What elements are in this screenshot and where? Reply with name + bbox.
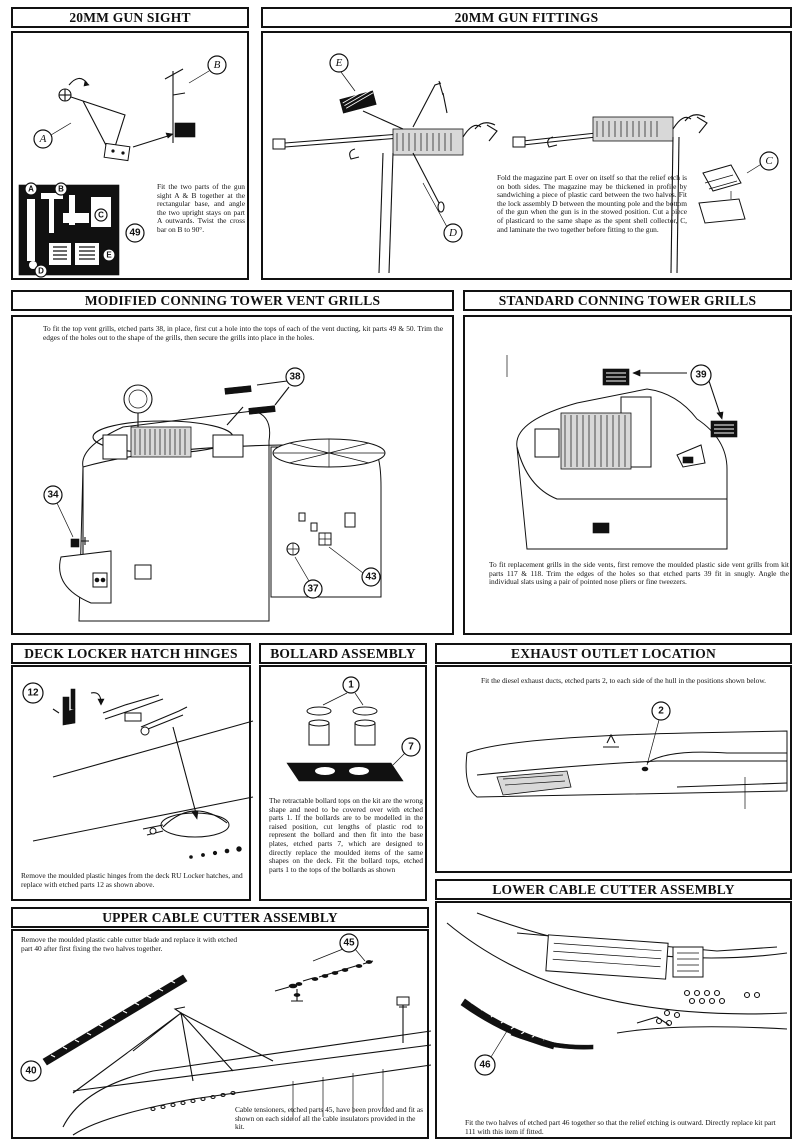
exhaust-drawing: 2 [465, 701, 788, 809]
hatch-hinges-drawing: 12 [22, 682, 254, 859]
upper-cutter-instructions: Remove the moulded plastic cable cutter … [21, 935, 238, 953]
bollard-panel: 1 7 The retractable bollard tops on the … [259, 665, 427, 901]
lower-cutter-instructions: Fit the two halves of etched part 46 tog… [465, 1118, 776, 1136]
upper-cutter-title: UPPER CABLE CUTTER ASSEMBLY [11, 907, 429, 928]
lower-cutter-title: LOWER CABLE CUTTER ASSEMBLY [435, 879, 792, 900]
callout-e: E [335, 57, 343, 69]
fret-callout-a: A [28, 185, 34, 194]
fret-callout-e: E [106, 251, 112, 260]
fret-callout-c: C [98, 211, 104, 220]
exhaust-instructions: Fit the diesel exhaust ducts, etched par… [481, 676, 767, 685]
callout-38: 38 [289, 372, 301, 383]
callout-45: 45 [343, 938, 355, 949]
callout-37: 37 [307, 584, 319, 595]
hatch-hinges-panel: 12 Remove the moulded plastic hinges fro… [11, 665, 254, 901]
etch-grill-38-b [248, 405, 276, 415]
callout-b: B [214, 59, 221, 71]
gun-fittings-title: 20MM GUN FITTINGS [261, 7, 792, 28]
standard-grills-instructions: To fit replacement grills in the side ve… [489, 560, 789, 587]
fret-callout-b: B [58, 185, 64, 194]
callout-46: 46 [479, 1060, 491, 1071]
gun-sight-panel: A B A B C D E 49 Fit the two parts of th… [11, 31, 249, 280]
gun-fittings-instructions: Fold the magazine part E over on itself … [497, 173, 687, 234]
upper-cutter-panel: Remove the moulded plastic cable cutter … [11, 929, 432, 1139]
callout-39: 39 [695, 370, 707, 381]
vent-grills-panel: To fit the top vent grills, etched parts… [11, 315, 454, 635]
exhaust-panel: Fit the diesel exhaust ducts, etched par… [435, 665, 792, 873]
periscope-ring [123, 384, 153, 414]
etch-blade-46-b [510, 1030, 594, 1050]
hull-vent-holes [655, 989, 761, 1027]
fret-callout-49: 49 [129, 228, 141, 239]
callout-c: C [765, 155, 773, 167]
upper-cutter-note: Cable tensioners, etched parts 45, have … [235, 1105, 423, 1132]
conning-tower-drawing: 38 34 37 43 [43, 367, 386, 622]
hull-lower [446, 922, 788, 1015]
gun-sight-drawing: A B A B C D E 49 [18, 55, 227, 278]
exhaust-title: EXHAUST OUTLET LOCATION [435, 643, 792, 664]
etch-blade-46-a [460, 998, 556, 1050]
standard-tower-drawing: 39 [506, 355, 738, 550]
gun-fittings-drawing: E D C [272, 53, 779, 274]
etch-grill-38-a [224, 385, 252, 395]
callout-40: 40 [25, 1066, 37, 1077]
upper-cutter-drawing: 40 45 [20, 933, 432, 1136]
callout-d: D [448, 227, 457, 239]
gun-barrel-left [284, 132, 414, 144]
lower-cutter-drawing: 46 [446, 912, 788, 1076]
etch-base-plate-7 [286, 762, 404, 782]
callout-2: 2 [658, 706, 664, 717]
callout-a: A [39, 133, 47, 145]
hatch-hinges-title: DECK LOCKER HATCH HINGES [11, 643, 251, 664]
gun-sight-title: 20MM GUN SIGHT [11, 7, 249, 28]
standard-grills-title: STANDARD CONNING TOWER GRILLS [463, 290, 792, 311]
gun-body-left [392, 128, 464, 156]
plasticard-c [698, 198, 746, 224]
hatch-hinges-instructions: Remove the moulded plastic hinges from t… [21, 871, 243, 889]
bollard-title: BOLLARD ASSEMBLY [259, 643, 427, 664]
callout-7: 7 [408, 742, 414, 753]
bollard-instructions: The retractable bollard tops on the kit … [269, 796, 423, 874]
fret-callout-d: D [38, 267, 44, 276]
hull-upper [62, 1030, 432, 1128]
gun-fittings-panel: E D C Fold the magazine part E over on i… [261, 31, 792, 280]
vent-grills-instructions: To fit the top vent grills, etched parts… [43, 324, 443, 342]
sight-plate-b [174, 122, 196, 138]
bollard-drawing: 1 7 [286, 676, 421, 782]
portholes [150, 1090, 236, 1112]
sight-base [103, 142, 131, 162]
callout-43: 43 [365, 572, 377, 583]
gun-sight-instructions: Fit the two parts of the gun sight A & B… [157, 182, 245, 234]
vent-grills-title: MODIFIED CONNING TOWER VENT GRILLS [11, 290, 454, 311]
callout-12: 12 [27, 688, 39, 699]
lower-cutter-panel: 46 Fit the two halves of etched part 46 … [435, 901, 792, 1139]
standard-grills-panel: 39 To fit replacement grills in the side… [463, 315, 792, 635]
callout-34: 34 [47, 490, 59, 501]
callout-1: 1 [348, 680, 354, 691]
